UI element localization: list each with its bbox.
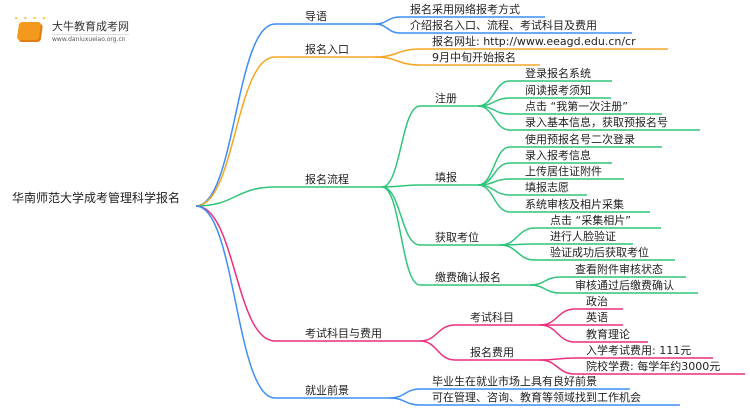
connector-3-1-0 — [539, 357, 576, 361]
connector-2-1-2 — [477, 178, 511, 186]
node-2-2[interactable]: 获取考位 — [435, 231, 479, 244]
node-3-0-2[interactable]: 教育理论 — [586, 328, 630, 341]
node-2-3[interactable]: 缴费确认报名 — [435, 271, 501, 284]
node-3-1-0[interactable]: 入学考试费用: 111元 — [586, 344, 692, 357]
node-2-2-1[interactable]: 进行人脸验证 — [550, 230, 616, 243]
connector-4-0 — [389, 388, 421, 399]
connector-2-2-0 — [499, 227, 536, 246]
connector-2-2-2 — [499, 244, 536, 261]
node-2-2-2[interactable]: 验证成功后获取考位 — [550, 246, 649, 259]
node-4-1[interactable]: 可在管理、咨询、教育等领域找到工作机会 — [432, 391, 641, 404]
node-3[interactable]: 考试科目与费用 — [305, 327, 382, 340]
logo-url: www.daniuxueiao.org.cn — [52, 34, 129, 43]
connector-2-3-0 — [529, 276, 561, 286]
connector-2-0-3 — [477, 105, 511, 131]
logo: • • • • 大牛教育成考网 www.daniuxueiao.org.cn — [13, 14, 129, 43]
root-node[interactable]: 华南师范大学成考管理科学报名 — [12, 191, 181, 205]
node-1-1[interactable]: 9月中旬开始报名 — [432, 51, 516, 64]
node-0-0[interactable]: 报名采用网络报考方式 — [410, 3, 520, 16]
connector-3-1 — [419, 340, 456, 361]
node-2-0[interactable]: 注册 — [435, 92, 457, 105]
node-2-1-4[interactable]: 系统审核及相片采集 — [525, 198, 624, 211]
connector-3-0-2 — [539, 324, 576, 343]
node-2-2-0[interactable]: 点击 “采集相片” — [550, 214, 631, 227]
node-3-0-1[interactable]: 英语 — [586, 311, 608, 324]
node-2-0-3[interactable]: 录入基本信息，获取预报名号 — [525, 116, 668, 129]
connector-3-0-0 — [539, 308, 576, 326]
connector-2-3 — [381, 186, 421, 286]
node-3-1-1[interactable]: 院校学费: 每学年约3000元 — [586, 360, 721, 373]
connector-1-0 — [374, 48, 421, 58]
node-2-3-1[interactable]: 审核通过后缴费确认 — [575, 279, 674, 292]
connector-2 — [195, 186, 276, 207]
node-4[interactable]: 就业前景 — [305, 384, 349, 397]
node-3-0[interactable]: 考试科目 — [470, 311, 514, 324]
node-2-3-0[interactable]: 查看附件审核状态 — [575, 263, 663, 276]
connector-4-1 — [389, 397, 421, 406]
node-2-1-2[interactable]: 上传居住证附件 — [525, 165, 602, 178]
node-2-0-2[interactable]: 点击 “我第一次注册” — [525, 100, 628, 113]
node-2-1[interactable]: 填报 — [435, 171, 457, 184]
node-1-0[interactable]: 报名网址: http://www.eeagd.edu.cn/cr — [432, 35, 636, 48]
node-2-1-3[interactable]: 填报志愿 — [525, 181, 569, 194]
connector-2-1-4 — [477, 184, 511, 213]
node-0-1[interactable]: 介绍报名入口、流程、考试科目及费用 — [410, 19, 597, 32]
connector-4 — [195, 205, 276, 399]
node-2-1-1[interactable]: 录入报考信息 — [525, 149, 591, 162]
connector-3-0 — [419, 324, 456, 342]
node-2-0-0[interactable]: 登录报名系统 — [525, 67, 591, 80]
connector-2-3-1 — [529, 284, 561, 294]
connector-3-1-1 — [539, 359, 576, 375]
node-4-0[interactable]: 毕业生在就业市场上具有良好前景 — [432, 375, 597, 388]
node-1[interactable]: 报名入口 — [305, 43, 349, 56]
node-2-1-0[interactable]: 使用预报名号二次登录 — [525, 133, 635, 146]
connector-0-1 — [374, 23, 401, 34]
connector-3 — [195, 205, 276, 342]
connector-1 — [195, 56, 276, 207]
connector-1-1 — [374, 56, 421, 66]
node-3-0-0[interactable]: 政治 — [586, 295, 608, 308]
logo-title: 大牛教育成考网 — [52, 20, 129, 33]
connector-0 — [195, 23, 276, 207]
connector-0-0 — [374, 16, 401, 25]
connector-2-0 — [381, 105, 421, 188]
connector-2-1 — [381, 184, 421, 188]
node-0[interactable]: 导语 — [305, 10, 327, 23]
node-2-0-1[interactable]: 阅读报考须知 — [525, 84, 591, 97]
node-2[interactable]: 报名流程 — [305, 173, 349, 186]
connector-2-2 — [381, 186, 421, 246]
node-3-1[interactable]: 报名费用 — [470, 346, 514, 359]
